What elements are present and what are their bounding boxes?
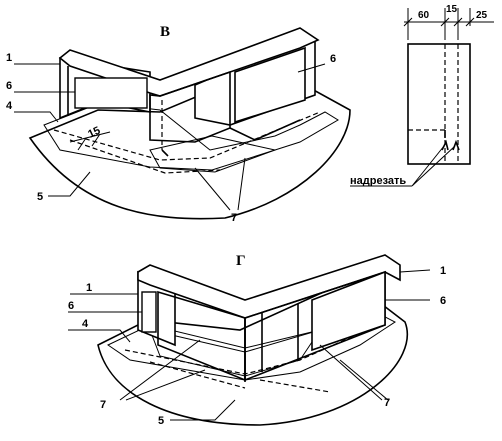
label-4-g: 4 (82, 318, 89, 330)
panel-left-v (74, 77, 148, 109)
detail-drawing: 60 15 25 надрезать (350, 4, 494, 187)
label-1-right-g: 1 (440, 265, 446, 277)
label-1-left-g: 1 (86, 282, 92, 294)
label-6-right-g: 6 (440, 295, 446, 307)
panel-right-g (311, 270, 386, 352)
label-6-right-v: 6 (330, 53, 336, 65)
title-g: Г (236, 253, 246, 269)
detail-strip (407, 43, 471, 165)
label-6-left-g: 6 (68, 300, 74, 312)
label-5-g: 5 (158, 415, 164, 427)
panel-right-v (234, 46, 306, 124)
flange-v (43, 102, 339, 171)
label-5-v: 5 (37, 191, 43, 203)
dim-25: 25 (476, 10, 488, 21)
figure-g: Г 1 6 4 7 5 1 6 7 (68, 253, 446, 427)
flange-g (106, 303, 396, 381)
dim-60: 60 (418, 10, 430, 21)
label-7-right-g: 7 (384, 397, 390, 409)
label-7-v: 7 (231, 212, 237, 224)
panel-left-g (141, 291, 157, 333)
label-15-v: 15 (86, 125, 102, 141)
label-7-left-g: 7 (100, 399, 106, 411)
label-1-v: 1 (6, 52, 12, 64)
base-slab-v (28, 65, 351, 220)
figure-v: В 1 6 4 15 5 6 7 (6, 24, 351, 224)
label-6-left-v: 6 (6, 80, 12, 92)
dim-15: 15 (446, 4, 458, 15)
cut-note: надрезать (350, 175, 406, 187)
wall-top-g (137, 254, 401, 319)
base-slab-g (97, 279, 408, 426)
label-4-v: 4 (6, 100, 13, 112)
title-v: В (160, 24, 170, 40)
